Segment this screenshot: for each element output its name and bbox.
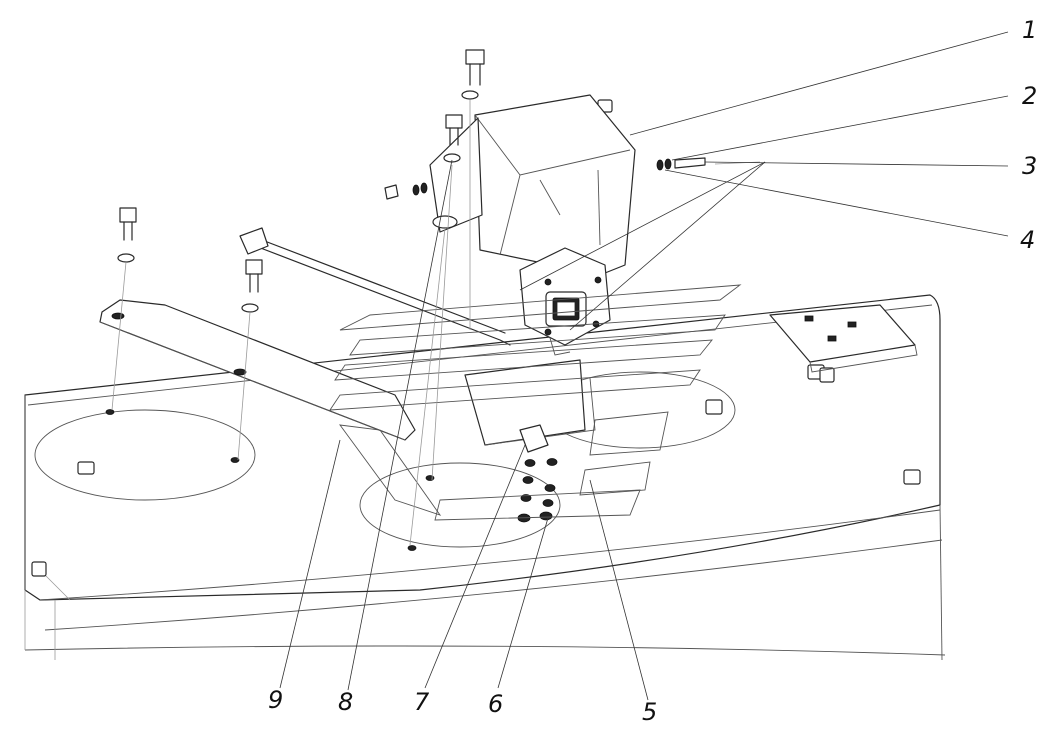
leader-lines — [279, 31, 1009, 701]
callout-6: 6 — [488, 690, 503, 718]
sensor-unit — [519, 247, 611, 356]
hardware — [117, 49, 706, 523]
projection-outlines — [329, 284, 742, 521]
assembly-axes — [111, 100, 761, 546]
cover-housing — [429, 94, 636, 276]
callout-5: 5 — [642, 698, 657, 726]
callout-8: 8 — [338, 688, 353, 716]
control-rod — [239, 227, 511, 346]
callout-4: 4 — [1020, 226, 1035, 254]
callout-7: 7 — [414, 688, 430, 716]
callout-9: 9 — [268, 686, 283, 714]
mower-deck — [24, 99, 946, 661]
callout-labels: 1 2 3 4 5 6 7 8 9 — [268, 16, 1037, 726]
callout-2: 2 — [1022, 82, 1037, 110]
flat-bracket — [99, 299, 416, 441]
callout-1: 1 — [1022, 16, 1037, 44]
callout-3: 3 — [1022, 152, 1037, 180]
mounting-plate — [464, 359, 596, 453]
